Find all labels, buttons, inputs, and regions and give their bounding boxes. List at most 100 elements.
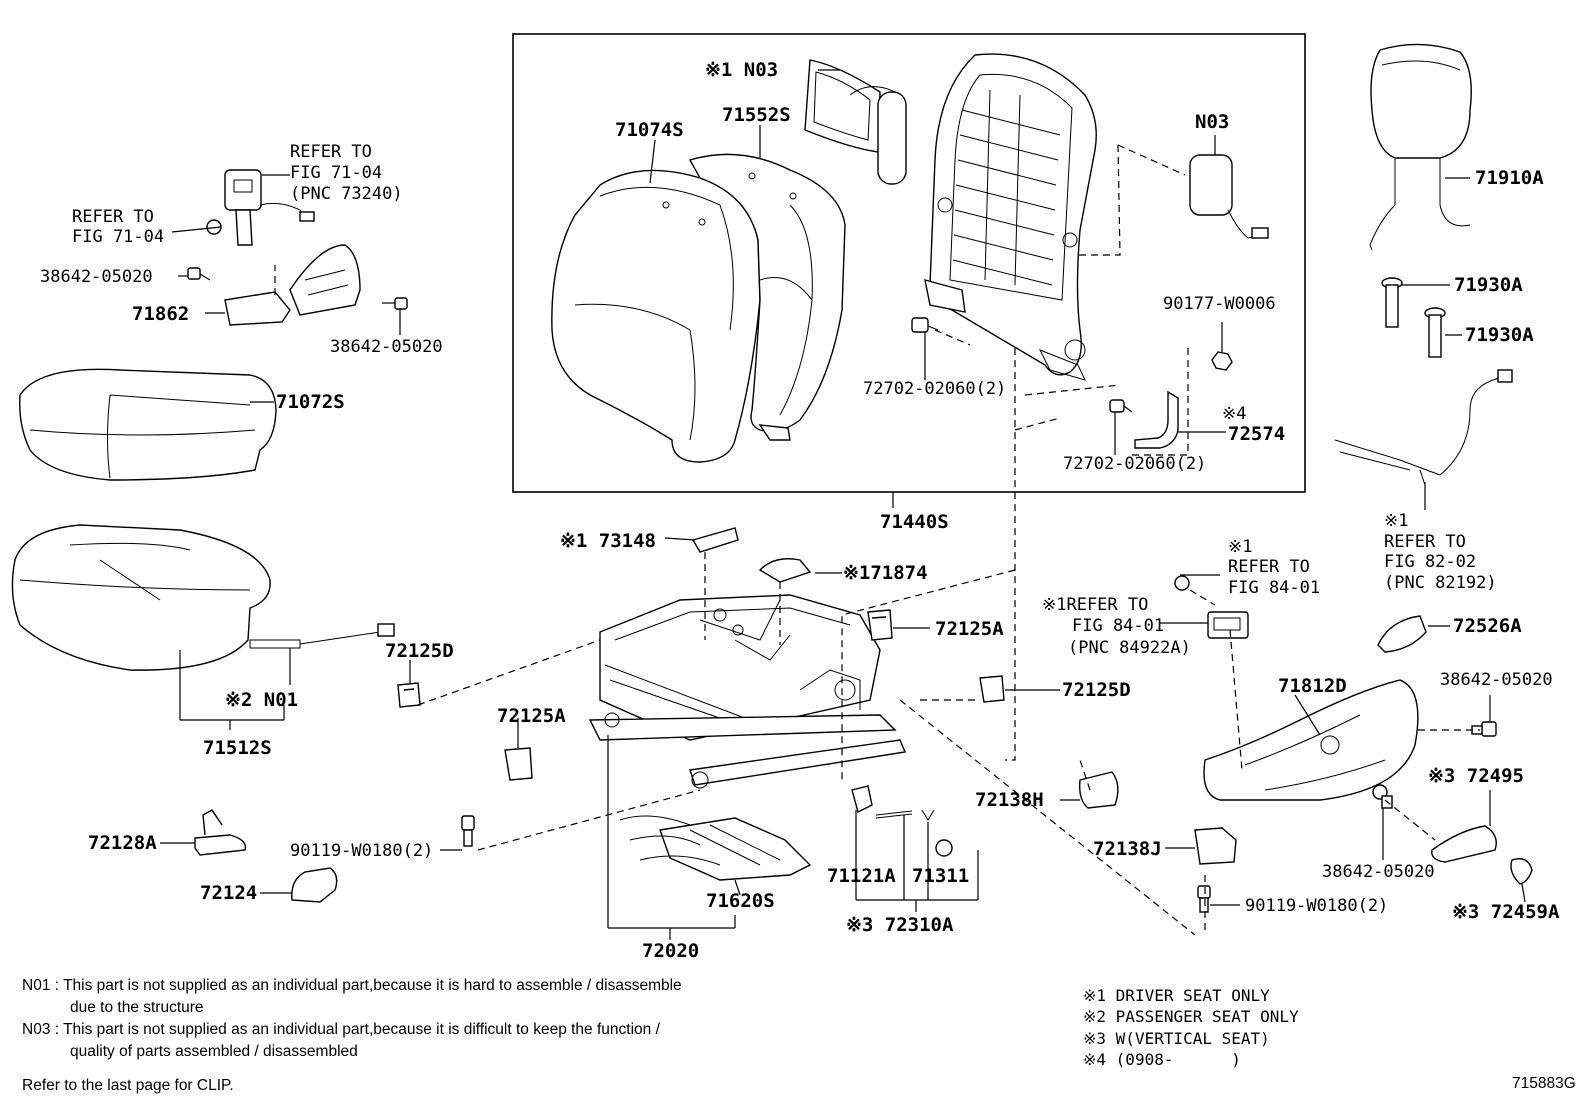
legend-driver-seat: ※1 DRIVER SEAT ONLY <box>1083 986 1270 1005</box>
seat-adjuster-frame-72020 <box>588 594 906 789</box>
seat-back-assembly-box <box>512 33 1306 493</box>
label-refer-fig-82-02-4: (PNC 82192) <box>1384 573 1497 593</box>
label-72125d-right: 72125D <box>1062 679 1131 701</box>
label-72702-02060-a: 72702-02060(2) <box>863 379 1006 399</box>
label-72125a-left: 72125A <box>497 705 566 727</box>
label-72459a: ※3 72459A <box>1452 901 1560 923</box>
label-71874: ※171874 <box>843 562 928 584</box>
bolt-38642-c <box>1471 721 1497 737</box>
label-71620s: 71620S <box>706 890 775 912</box>
note-clip: Refer to the last page for CLIP. <box>22 1077 234 1094</box>
label-n01: ※2 N01 <box>225 689 298 711</box>
seat-cushion-pad-71512s <box>11 524 271 671</box>
vertical-link-71121a <box>851 785 873 814</box>
seat-back-frame <box>924 53 1097 381</box>
vertical-link-clip <box>921 809 935 821</box>
label-71812d: 71812D <box>1278 675 1347 697</box>
note-n03-line1: N03 : This part is not supplied as an in… <box>22 1021 660 1038</box>
cover-73148 <box>691 527 739 553</box>
bolt-90119-a <box>461 815 475 847</box>
side-airbag-n03-top <box>804 59 907 185</box>
label-refer-fig-71-04-a-3: (PNC 73240) <box>290 184 403 204</box>
bolt-72702-a <box>911 317 939 333</box>
label-71930a-1: 71930A <box>1454 274 1523 296</box>
label-72138h: 72138H <box>975 789 1044 811</box>
note-n01-line2: due to the structure <box>70 999 204 1016</box>
label-71930a-2: 71930A <box>1465 324 1534 346</box>
label-71552s: 71552S <box>722 104 791 126</box>
clip-72125a-left <box>504 747 533 781</box>
bolt-90119-b <box>1197 885 1211 913</box>
seat-back-pad-71552s <box>688 153 846 441</box>
label-72310a: ※3 72310A <box>846 914 954 936</box>
bolt-38642-a <box>187 267 211 281</box>
seat-cushion-shield-71862 <box>224 244 361 326</box>
figure-code: 715883G <box>1512 1075 1576 1092</box>
seat-belt-buckle <box>224 169 315 246</box>
label-71512s: 71512S <box>203 737 272 759</box>
clip-72125a-right <box>867 609 893 641</box>
label-n03-top: ※1 N03 <box>705 59 778 81</box>
label-refer-fig-84-01-a-3: FIG 84-01 <box>1228 578 1320 598</box>
label-71910a: 71910A <box>1475 167 1544 189</box>
headrest-guide-71930a-1 <box>1381 277 1403 328</box>
label-refer-fig-82-02-3: FIG 82-02 <box>1384 552 1476 572</box>
cover-72124 <box>291 867 338 903</box>
headrest-guide-71930a-2 <box>1424 307 1446 358</box>
label-71072s: 71072S <box>276 391 345 413</box>
cap-71311 <box>935 839 953 857</box>
clip-72125d-left <box>397 682 421 708</box>
screw-refer-84-01 <box>1174 575 1190 591</box>
label-refer-fig-71-04-b-1: REFER TO <box>72 207 154 227</box>
spring-mat-71620s <box>619 815 812 881</box>
note-n01-line1: N01 : This part is not supplied as an in… <box>22 977 682 994</box>
label-72574-mark: ※4 <box>1222 404 1246 424</box>
label-refer-fig-84-01-b-3: (PNC 84922A) <box>1068 638 1191 658</box>
label-38642-05020-c: 38642-05020 <box>1440 670 1553 690</box>
label-72128a: 72128A <box>88 832 157 854</box>
label-72124: 72124 <box>200 882 257 904</box>
side-airbag-n03-right <box>1189 154 1269 239</box>
label-71440s: 71440S <box>880 511 949 533</box>
label-refer-fig-71-04-a-2: FIG 71-04 <box>290 163 382 183</box>
label-72574: 72574 <box>1228 423 1285 445</box>
cap-72459a <box>1510 858 1533 885</box>
label-90177-w0006: 90177-W0006 <box>1163 294 1276 314</box>
clip-72125d-right <box>979 675 1005 703</box>
label-refer-fig-71-04-a-1: REFER TO <box>290 142 372 162</box>
label-refer-fig-84-01-a-2: REFER TO <box>1228 557 1310 577</box>
cover-72138h <box>1078 771 1119 809</box>
label-n03-right: N03 <box>1195 111 1229 133</box>
lever-72495 <box>1431 825 1497 863</box>
vertical-link-rod <box>875 810 913 819</box>
legend-vertical-seat: ※3 W(VERTICAL SEAT) <box>1083 1029 1270 1048</box>
label-73148: ※1 73148 <box>560 530 656 552</box>
label-72495: ※3 72495 <box>1428 765 1524 787</box>
seat-cushion-cover-71072s <box>19 368 277 481</box>
label-refer-fig-71-04-b-2: FIG 71-04 <box>72 227 164 247</box>
knob-72526a <box>1377 615 1427 653</box>
label-72702-02060-b: 72702-02060(2) <box>1063 454 1206 474</box>
cover-72138j <box>1194 827 1237 865</box>
label-72125a-right: 72125A <box>935 618 1004 640</box>
side-shield-71812d <box>1203 679 1419 801</box>
bolt-72702-b <box>1109 399 1133 413</box>
label-72125d-left: 72125D <box>385 640 454 662</box>
cover-72128a <box>194 809 247 856</box>
label-72526a: 72526A <box>1453 615 1522 637</box>
legend-date-range: ※4 (0908- ) <box>1083 1050 1241 1069</box>
seat-back-cover-71074s <box>551 169 761 463</box>
label-71311: 71311 <box>912 865 969 887</box>
headrest-71910a <box>1369 43 1472 251</box>
label-90119-w0180-a: 90119-W0180(2) <box>290 841 433 861</box>
nut-90177 <box>1211 351 1233 371</box>
label-72138j: 72138J <box>1093 838 1162 860</box>
label-refer-fig-82-02-1: ※1 <box>1384 511 1408 531</box>
label-refer-fig-82-02-2: REFER TO <box>1384 532 1466 552</box>
seat-wire-harness <box>1334 369 1513 486</box>
power-seat-switch-connector <box>1207 611 1249 639</box>
label-71862: 71862 <box>132 303 189 325</box>
label-72020: 72020 <box>642 940 699 962</box>
label-90119-w0180-b: 90119-W0180(2) <box>1245 896 1388 916</box>
